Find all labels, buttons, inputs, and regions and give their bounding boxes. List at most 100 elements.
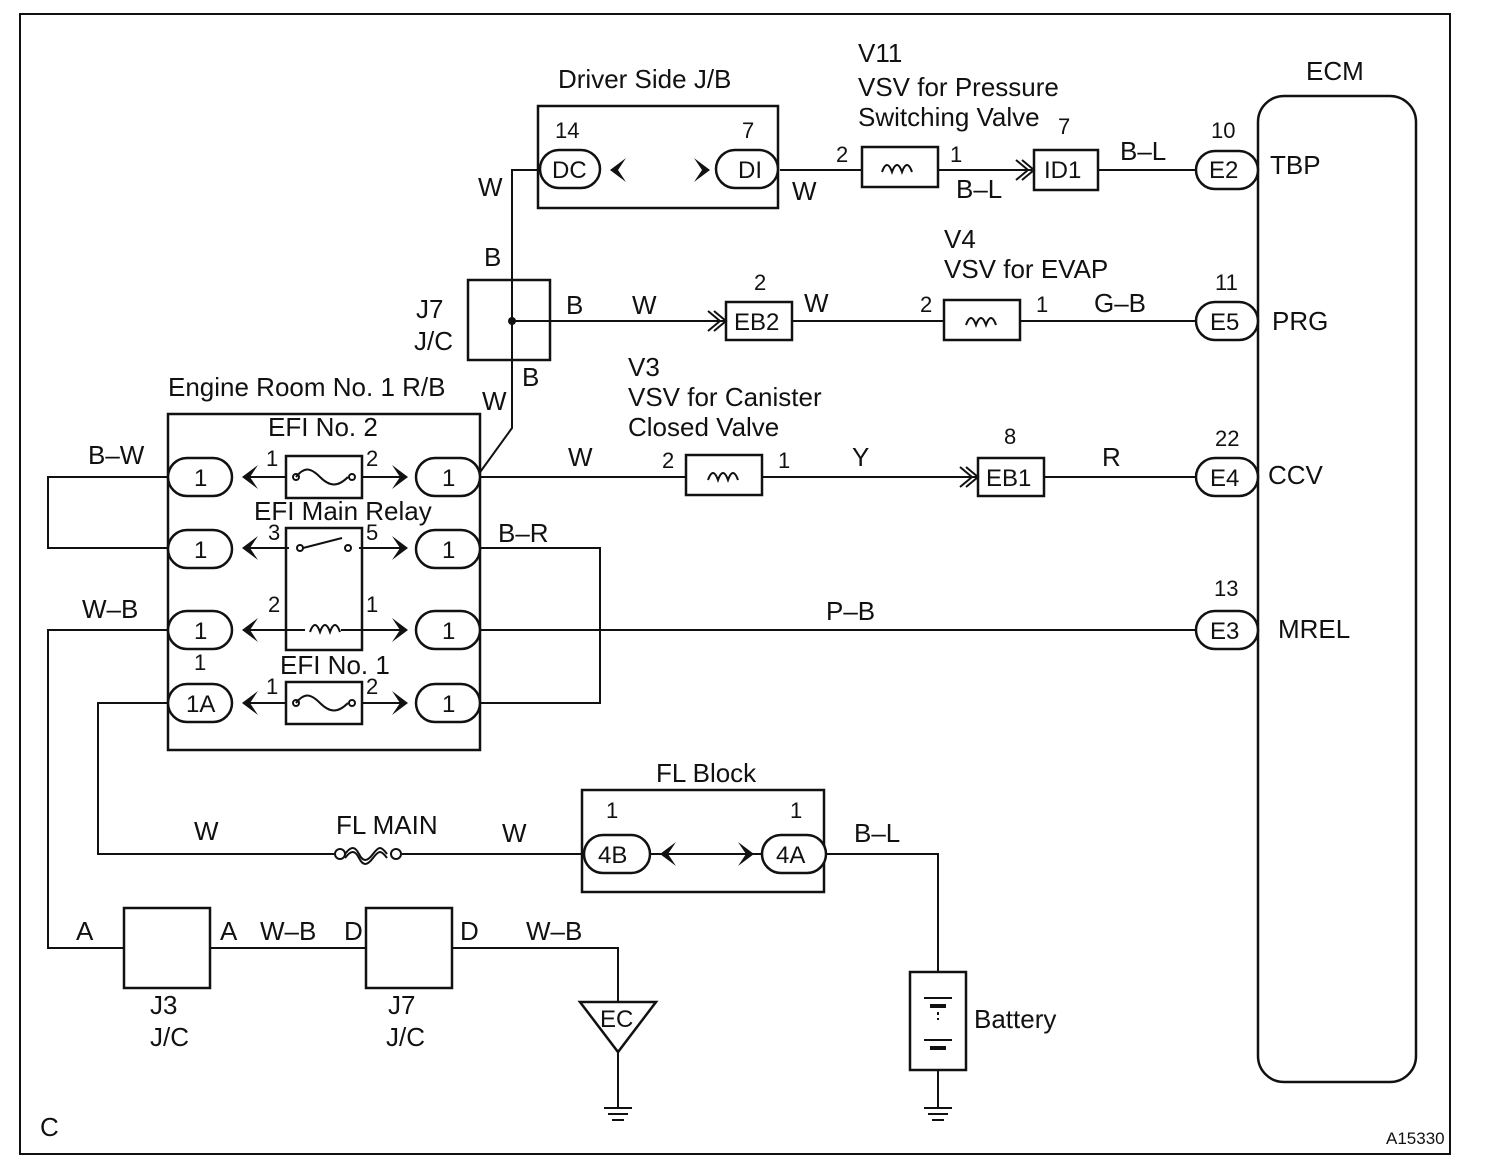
svg-text:2: 2 bbox=[366, 674, 378, 699]
svg-text:W: W bbox=[792, 176, 817, 206]
svg-text:2: 2 bbox=[920, 292, 932, 317]
svg-text:Closed Valve: Closed Valve bbox=[628, 412, 779, 442]
svg-text:D: D bbox=[344, 916, 363, 946]
svg-text:V11: V11 bbox=[858, 38, 902, 68]
svg-text:B–L: B–L bbox=[1120, 136, 1166, 166]
svg-text:1: 1 bbox=[194, 618, 207, 645]
svg-text:J/C: J/C bbox=[150, 1022, 189, 1052]
svg-text:CCV: CCV bbox=[1268, 460, 1324, 490]
svg-text:J7: J7 bbox=[388, 990, 415, 1020]
svg-text:W–B: W–B bbox=[526, 916, 582, 946]
svg-text:2: 2 bbox=[366, 446, 378, 471]
svg-text:Y: Y bbox=[852, 442, 869, 472]
svg-text:W: W bbox=[804, 288, 829, 318]
svg-text:FL MAIN: FL MAIN bbox=[336, 810, 438, 840]
connector-4a: 4A bbox=[776, 842, 805, 869]
engine-room-relay-block: Engine Room No. 1 R/B EFI No. 2 EFI Main… bbox=[166, 372, 482, 752]
ec-ground: EC bbox=[577, 1000, 659, 1121]
wires bbox=[47, 169, 1196, 1108]
fl-main-fusible-link: FL MAIN bbox=[334, 810, 438, 865]
svg-text:B: B bbox=[566, 290, 583, 320]
svg-text:J/C: J/C bbox=[386, 1022, 425, 1052]
svg-text:E4: E4 bbox=[1210, 465, 1239, 492]
svg-text:1: 1 bbox=[442, 618, 455, 645]
svg-text:J/C: J/C bbox=[414, 326, 453, 356]
svg-text:W: W bbox=[482, 386, 507, 416]
ecm-pin-e3: 13 E3 MREL bbox=[1194, 576, 1350, 651]
svg-text:E2: E2 bbox=[1209, 157, 1238, 184]
relay-block-title: Engine Room No. 1 R/B bbox=[168, 372, 445, 402]
svg-text:1: 1 bbox=[194, 537, 207, 564]
svg-text:V3: V3 bbox=[628, 352, 660, 382]
connector-di: DI bbox=[738, 157, 762, 184]
svg-text:1: 1 bbox=[442, 465, 455, 492]
svg-text:W–B: W–B bbox=[260, 916, 316, 946]
svg-text:MREL: MREL bbox=[1278, 614, 1350, 644]
svg-text:1: 1 bbox=[266, 446, 278, 471]
svg-text:2: 2 bbox=[754, 270, 766, 295]
connector-id1: ID1 bbox=[1044, 157, 1081, 184]
svg-text:TBP: TBP bbox=[1270, 150, 1321, 180]
svg-text:10: 10 bbox=[1211, 118, 1235, 143]
svg-text:11: 11 bbox=[1215, 270, 1238, 295]
connector-eb2: EB2 bbox=[734, 309, 779, 336]
svg-text:V4: V4 bbox=[944, 224, 976, 254]
driver-jb-title: Driver Side J/B bbox=[558, 64, 731, 94]
connector-4b: 4B bbox=[598, 842, 627, 869]
ecm-title: ECM bbox=[1306, 56, 1364, 86]
v11-vsv-pressure-switching: V11 VSV for Pressure Switching Valve 2 1… bbox=[836, 38, 1100, 192]
corner-label: C bbox=[40, 1112, 59, 1142]
svg-text:B–R: B–R bbox=[498, 518, 549, 548]
svg-text:1: 1 bbox=[778, 448, 790, 473]
svg-text:7: 7 bbox=[742, 118, 754, 143]
svg-text:VSV for Pressure: VSV for Pressure bbox=[858, 72, 1059, 102]
svg-text:B–W: B–W bbox=[88, 440, 145, 470]
fl-block: FL Block 1 1 4B 4A bbox=[580, 758, 828, 894]
svg-text:W–B: W–B bbox=[82, 594, 138, 624]
svg-text:2: 2 bbox=[836, 142, 848, 167]
svg-text:1: 1 bbox=[194, 650, 206, 675]
svg-text:W: W bbox=[502, 818, 527, 848]
driver-side-jb: Driver Side J/B 14 7 DC DI bbox=[536, 64, 780, 210]
connector-dc: DC bbox=[552, 157, 587, 184]
svg-text:VSV for EVAP: VSV for EVAP bbox=[944, 254, 1108, 284]
svg-text:EFI No. 1: EFI No. 1 bbox=[280, 650, 390, 680]
svg-text:E5: E5 bbox=[1210, 309, 1239, 336]
svg-text:1: 1 bbox=[442, 691, 455, 718]
ecm-pin-e2: 10 E2 TBP bbox=[1194, 118, 1321, 191]
svg-text:1: 1 bbox=[266, 674, 278, 699]
svg-text:1: 1 bbox=[366, 592, 378, 617]
outer-frame bbox=[19, 13, 1451, 1155]
connector-eb1: EB1 bbox=[986, 465, 1031, 492]
svg-text:B: B bbox=[522, 362, 539, 392]
svg-text:W: W bbox=[632, 290, 657, 320]
svg-text:Battery: Battery bbox=[974, 1004, 1056, 1034]
svg-text:1: 1 bbox=[1036, 292, 1048, 317]
svg-text:J7: J7 bbox=[416, 294, 443, 324]
svg-text:EC: EC bbox=[600, 1006, 633, 1033]
svg-text:13: 13 bbox=[1214, 576, 1238, 601]
j7-junction-top: J7 J/C bbox=[414, 278, 552, 362]
svg-text:7: 7 bbox=[1058, 114, 1070, 139]
svg-text:EFI Main Relay: EFI Main Relay bbox=[254, 496, 432, 526]
svg-text:D: D bbox=[460, 916, 479, 946]
svg-text:Switching Valve: Switching Valve bbox=[858, 102, 1040, 132]
svg-text:22: 22 bbox=[1215, 426, 1239, 451]
svg-text:14: 14 bbox=[555, 118, 579, 143]
svg-text:A: A bbox=[220, 916, 238, 946]
svg-text:8: 8 bbox=[1004, 424, 1016, 449]
svg-text:1: 1 bbox=[950, 142, 962, 167]
svg-text:VSV for Canister: VSV for Canister bbox=[628, 382, 822, 412]
svg-text:W: W bbox=[478, 172, 503, 202]
svg-text:J3: J3 bbox=[150, 990, 177, 1020]
svg-text:W: W bbox=[194, 816, 219, 846]
ecm-module: ECM 10 E2 TBP 11 E5 PRG 22 E4 CCV 13 E3 … bbox=[1194, 56, 1418, 1084]
svg-text:1: 1 bbox=[442, 537, 455, 564]
svg-text:1A: 1A bbox=[186, 691, 215, 718]
v3-vsv-canister-closed: V3 VSV for Canister Closed Valve 2 1 8 E… bbox=[628, 352, 1046, 498]
j3-junction: J3 J/C A A bbox=[76, 906, 238, 1052]
svg-text:B: B bbox=[484, 242, 501, 272]
figure-id: A15330 bbox=[1386, 1129, 1445, 1148]
svg-text:1: 1 bbox=[194, 465, 207, 492]
